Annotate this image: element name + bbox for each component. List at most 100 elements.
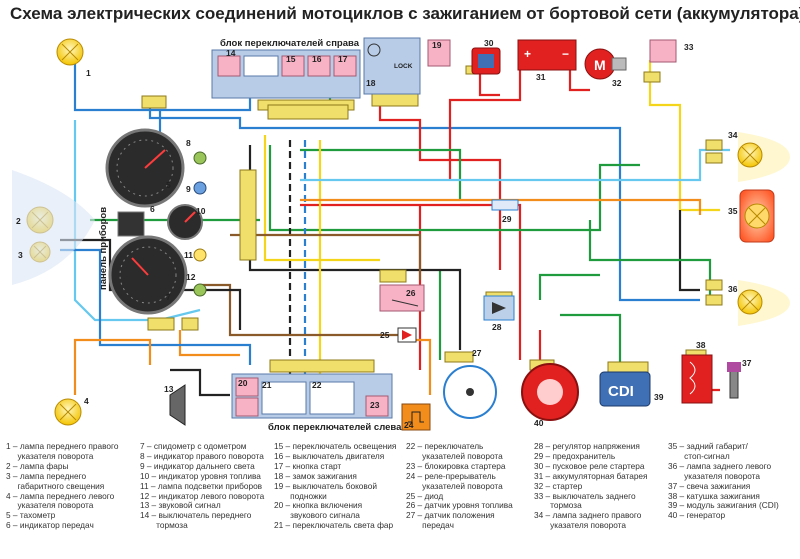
legend-item: 18 – замок зажигания — [274, 470, 357, 481]
num-11: 11 — [184, 250, 193, 260]
num-4: 4 — [84, 396, 89, 406]
legend-item: 31 – аккумуляторная батарея — [534, 470, 648, 481]
num-16: 16 — [312, 54, 322, 64]
legend-item: указателя поворота — [668, 470, 760, 481]
legend-item: звукового сигнала — [274, 510, 360, 521]
num-36: 36 — [728, 284, 738, 294]
num-34: 34 — [728, 130, 738, 140]
num-12: 12 — [186, 272, 196, 282]
lamp-icon — [737, 132, 790, 182]
legend-item: подножки — [274, 490, 327, 501]
legend-item: указателей поворота — [406, 480, 503, 491]
legend-item: 23 – блокировка стартера — [406, 460, 506, 471]
legend-item: 33 – выключатель заднего — [534, 490, 636, 501]
side-stand-switch-icon — [427, 39, 451, 67]
legend: 1 – лампа переднего правого указателя по… — [6, 441, 798, 557]
num-24: 24 — [404, 420, 414, 430]
legend-item: 21 – переключатель света фар — [274, 520, 394, 531]
legend-column-1: 1 – лампа переднего правого указателя по… — [6, 441, 136, 531]
generator-icon — [521, 363, 579, 421]
spark-plug-icon — [727, 362, 741, 399]
label-battery-minus: − — [562, 47, 569, 61]
headlight-housing — [12, 170, 95, 285]
legend-item: 30 – пусковое реле стартера — [534, 460, 645, 471]
legend-item: 35 – задний габарит/ — [668, 441, 748, 451]
wiring-diagram: блок переключателей справа блок переключ… — [12, 37, 790, 433]
num-26: 26 — [406, 288, 416, 298]
lamp-icon — [737, 280, 790, 326]
legend-item: стоп-сигнал — [668, 450, 730, 461]
indicator-right-turn-icon — [193, 151, 207, 165]
num-20: 20 — [238, 378, 248, 388]
legend-item: 17 – кнопка старт — [274, 460, 342, 471]
flasher-relay-icon — [401, 403, 431, 431]
label-left-switch: блок переключателей слева — [268, 422, 402, 433]
label-motor: M — [594, 57, 606, 73]
num-6: 6 — [150, 204, 155, 214]
legend-item: 34 – лампа заднего правого — [534, 510, 642, 521]
num-2: 2 — [16, 216, 21, 226]
num-10: 10 — [196, 206, 206, 216]
legend-item: 11 – лампа подсветки приборов — [140, 480, 263, 491]
num-15: 15 — [286, 54, 296, 64]
battery-icon — [517, 39, 577, 71]
legend-item: 5 – тахометр — [6, 510, 56, 521]
num-21: 21 — [262, 380, 272, 390]
gear-position-sensor-icon — [443, 365, 497, 419]
num-19: 19 — [432, 40, 442, 50]
num-40: 40 — [534, 418, 544, 428]
legend-item: 40 – генератор — [668, 510, 726, 521]
num-39: 39 — [654, 392, 664, 402]
legend-item: 32 – стартер — [534, 480, 583, 491]
legend-item: 20 – кнопка включения — [274, 500, 363, 511]
legend-item: 7 – спидометр с одометром — [140, 441, 247, 451]
legend-item: 29 – предохранитель — [534, 450, 616, 461]
diagram-title: Схема электрических соединений мотоцикло… — [10, 4, 800, 23]
num-38: 38 — [696, 340, 706, 350]
label-battery-plus: + — [524, 47, 531, 61]
ignition-lock-icon — [363, 37, 421, 95]
cdi-icon — [599, 371, 651, 407]
legend-item: 26 – датчик уровня топлива — [406, 500, 513, 511]
diode-icon — [397, 327, 417, 343]
num-23: 23 — [370, 400, 380, 410]
legend-item: 13 – звуковой сигнал — [140, 500, 221, 511]
num-27: 27 — [472, 348, 482, 358]
legend-item: тормоза — [534, 500, 582, 511]
label-right-switch: блок переключателей справа — [220, 38, 360, 49]
rear-light-icon — [739, 189, 775, 243]
legend-item: указателей поворота — [406, 450, 503, 461]
legend-column-3: 15 – переключатель освещения 16 – выключ… — [274, 441, 404, 531]
fuel-sender-icon — [379, 284, 425, 312]
label-cdi: CDI — [608, 383, 634, 400]
legend-column-4: 22 – переключатель указателей поворота 2… — [406, 441, 530, 531]
num-22: 22 — [312, 380, 322, 390]
num-30: 30 — [484, 38, 494, 48]
legend-item: 9 – индикатор дальнего света — [140, 460, 255, 471]
num-28: 28 — [492, 322, 502, 332]
legend-item: указателя поворота — [6, 500, 94, 511]
motor-icon — [584, 48, 627, 80]
legend-item: габаритного свещения — [6, 480, 105, 491]
num-37: 37 — [742, 358, 752, 368]
num-3: 3 — [18, 250, 23, 260]
num-33: 33 — [684, 42, 694, 52]
legend-item: 27 – датчик положения — [406, 510, 495, 521]
legend-item: передач — [406, 520, 454, 531]
legend-column-5: 28 – регулятор напряжения 29 – предохран… — [534, 441, 666, 531]
num-1: 1 — [86, 68, 91, 78]
legend-item: 38 – катушка зажигания — [668, 490, 760, 501]
lamp-icon — [56, 38, 84, 66]
legend-item: 2 – лампа фары — [6, 460, 69, 471]
label-instrument-panel: панель приборов — [98, 207, 109, 290]
legend-item: 14 – выключатель переднего — [140, 510, 252, 521]
instrument-panel — [105, 128, 207, 315]
gear-indicator-icon — [117, 211, 145, 237]
num-14: 14 — [226, 48, 236, 58]
lamp-icon — [54, 398, 82, 426]
legend-item: 28 – регулятор напряжения — [534, 441, 640, 451]
num-7: 7 — [166, 292, 171, 302]
legend-item: 6 – индикатор передач — [6, 520, 94, 531]
label-lock: LOCK — [394, 63, 413, 70]
legend-item: указателя поворота — [534, 520, 626, 531]
